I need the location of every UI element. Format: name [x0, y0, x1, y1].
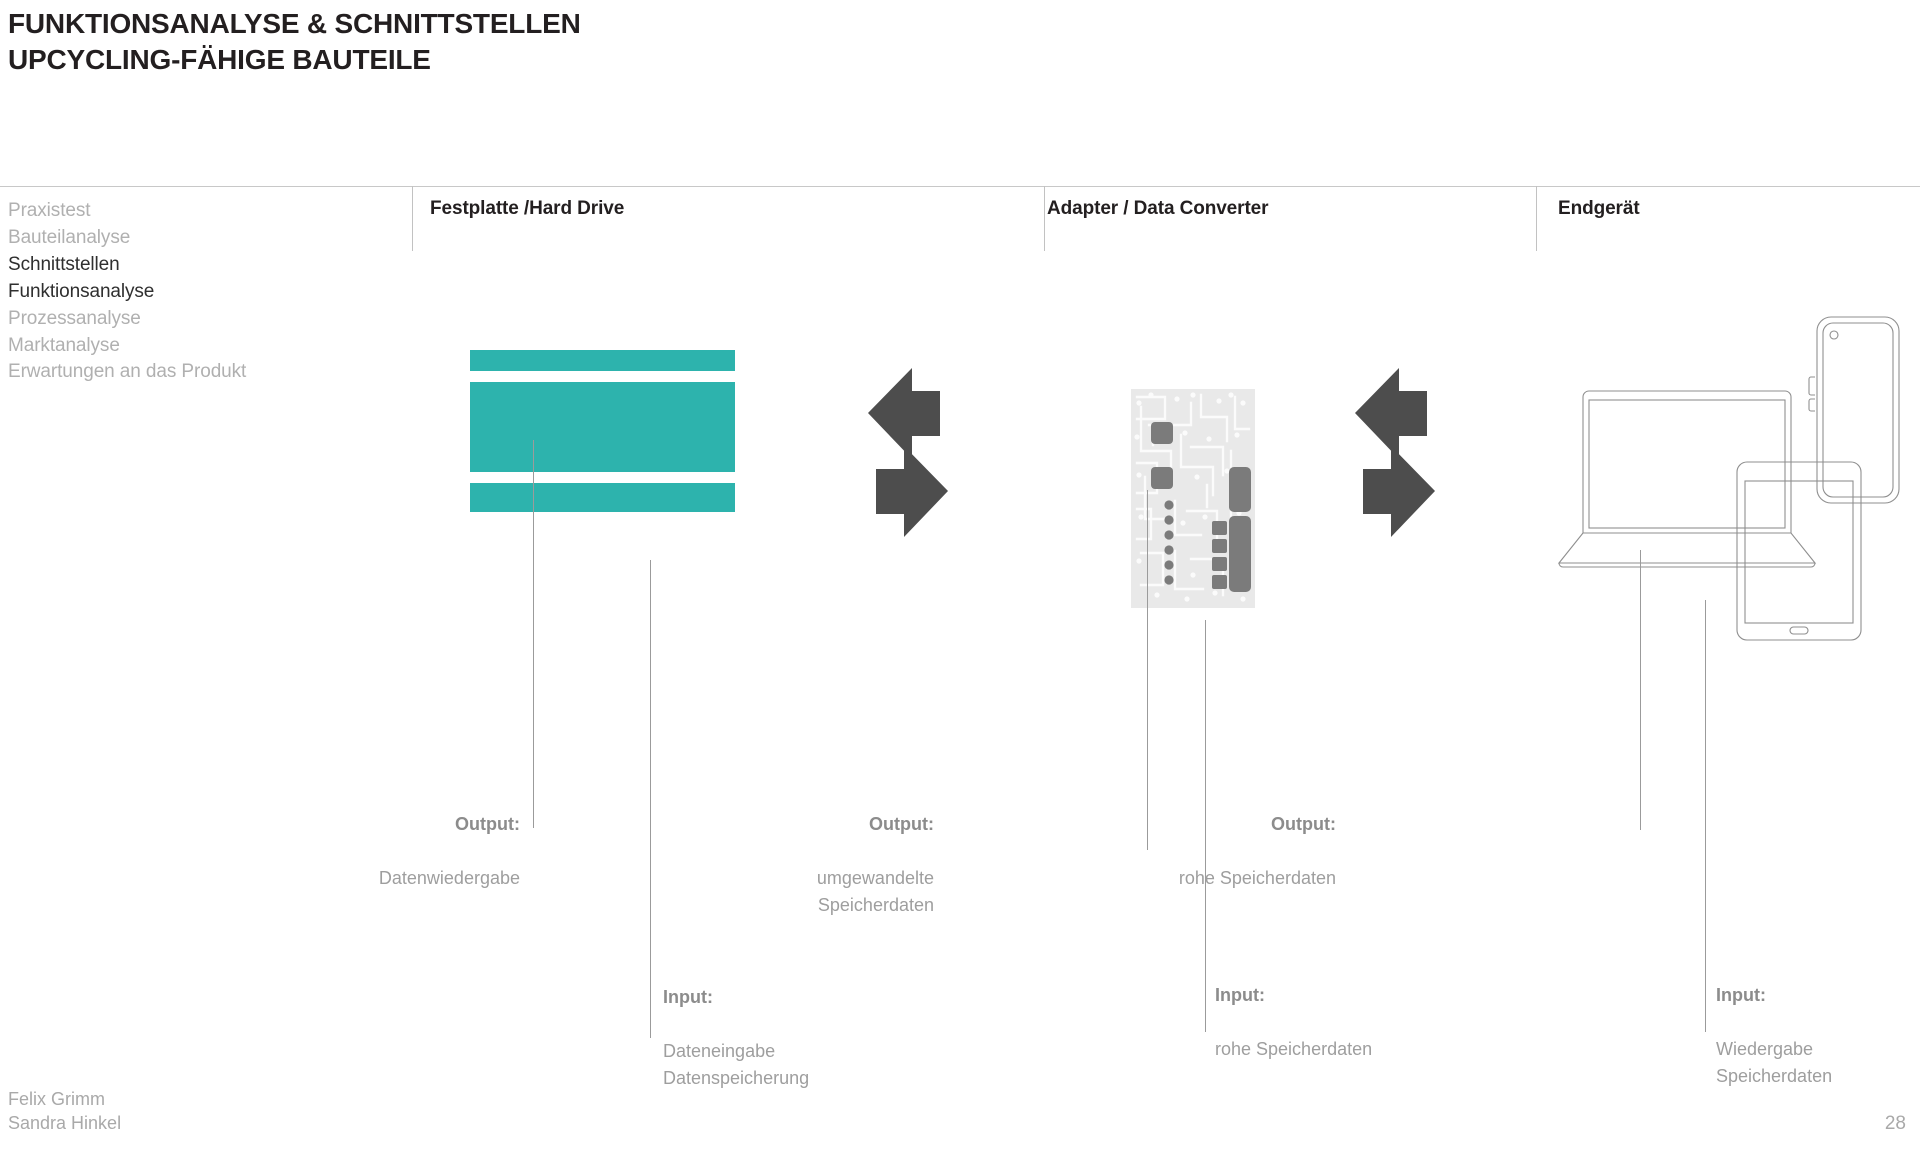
input-value: Dateneingabe Datenspeicherung: [663, 1041, 810, 1088]
arrow-left-icon: [1355, 368, 1427, 459]
hard-drive-bar-top: [470, 350, 735, 371]
sidebar-item-praxistest[interactable]: Praxistest: [8, 200, 91, 221]
column-header-adapter: Adapter / Data Converter: [1047, 198, 1269, 219]
pin-1: [1212, 521, 1227, 535]
connector-right-top: [1229, 467, 1251, 512]
via-6: [1164, 575, 1174, 585]
sidebar-item-funktionsanalyse[interactable]: Funktionsanalyse: [8, 280, 155, 302]
leader-line-adapter-output: [1147, 490, 1148, 850]
via-5: [1164, 560, 1174, 570]
hard-drive-bar-bottom: [470, 483, 735, 512]
footer-authors: Felix Grimm Sandra Hinkel: [8, 1089, 122, 1133]
circuit-board-icon: [1131, 389, 1255, 608]
output-label: Output:: [455, 814, 520, 834]
arrow-left-icon: [868, 368, 940, 459]
sidebar-item-schnittstellen[interactable]: Schnittstellen: [8, 253, 120, 275]
input-value: rohe Speicherdaten: [1215, 1039, 1373, 1059]
input-block-hard-drive: Input: Dateneingabe Datenspeicherung: [663, 957, 809, 1119]
output-value: Datenwiedergabe: [378, 868, 520, 888]
sidebar-item-erwartungen[interactable]: Erwartungen an das Produkt: [8, 361, 247, 383]
pin-4: [1212, 575, 1227, 589]
input-label: Input:: [663, 987, 713, 1007]
input-value: Wiedergabe Speicherdaten: [1716, 1039, 1833, 1086]
input-block-endgeraet: Input: Wiedergabe Speicherdaten: [1716, 955, 1832, 1117]
leader-line-endgeraet-output: [1640, 550, 1641, 830]
column-divider-2: [1044, 186, 1045, 251]
column-header-hard-drive: Festplatte /Hard Drive: [430, 198, 625, 219]
arrow-right-icon: [876, 446, 948, 537]
chip-large-1: [1151, 422, 1173, 444]
tablet-icon: [1736, 461, 1862, 641]
laptop-icon: [1557, 390, 1817, 568]
via-3: [1164, 530, 1174, 540]
smartphone-icon: [1808, 316, 1900, 504]
output-block-endgeraet: Output: rohe Speicherdaten: [1179, 784, 1336, 919]
column-divider-3: [1536, 186, 1537, 251]
leader-line-adapter-input: [1205, 620, 1206, 1032]
via-4: [1164, 545, 1174, 555]
connector-right-bottom: [1229, 516, 1251, 592]
input-label: Input:: [1716, 985, 1766, 1005]
hard-drive-icon: [470, 350, 735, 515]
bidirectional-arrow-1: [868, 358, 968, 553]
leader-line-hard-drive-input: [650, 560, 651, 1038]
sidebar-item-prozessanalyse[interactable]: Prozessanalyse: [8, 307, 141, 329]
leader-line-hard-drive-output: [533, 440, 534, 828]
chip-large-2: [1151, 467, 1173, 489]
endgeraet-devices: [1545, 305, 1920, 655]
output-label: Output:: [1271, 814, 1336, 834]
via-2: [1164, 515, 1174, 525]
output-value: umgewandelte Speicherdaten: [816, 868, 934, 915]
pin-3: [1212, 557, 1227, 571]
pin-2: [1212, 539, 1227, 553]
column-divider-1: [412, 186, 413, 251]
output-block-adapter: Output: umgewandelte Speicherdaten: [817, 784, 934, 946]
sidebar-nav: Praxistest Bauteilanalyse Schnittstellen…: [8, 198, 338, 386]
hard-drive-bar-middle: [470, 382, 735, 472]
input-label: Input:: [1215, 985, 1265, 1005]
header-divider-rule: [0, 186, 1920, 187]
sidebar-item-marktanalyse[interactable]: Marktanalyse: [8, 334, 120, 356]
output-value: rohe Speicherdaten: [1178, 868, 1336, 888]
sidebar-item-bauteilanalyse[interactable]: Bauteilanalyse: [8, 226, 131, 248]
bidirectional-arrow-2: [1355, 358, 1455, 553]
via-1: [1164, 500, 1174, 510]
column-header-endgeraet: Endgerät: [1558, 198, 1640, 219]
input-block-adapter: Input: rohe Speicherdaten: [1215, 955, 1372, 1090]
leader-line-endgeraet-input: [1705, 600, 1706, 1032]
page-title: FUNKTIONSANALYSE & SCHNITTSTELLEN UPCYCL…: [8, 8, 581, 75]
output-block-hard-drive: Output: Datenwiedergabe: [379, 784, 520, 919]
page-number: 28: [1884, 1113, 1906, 1134]
arrow-right-icon: [1363, 446, 1435, 537]
output-label: Output:: [869, 814, 934, 834]
